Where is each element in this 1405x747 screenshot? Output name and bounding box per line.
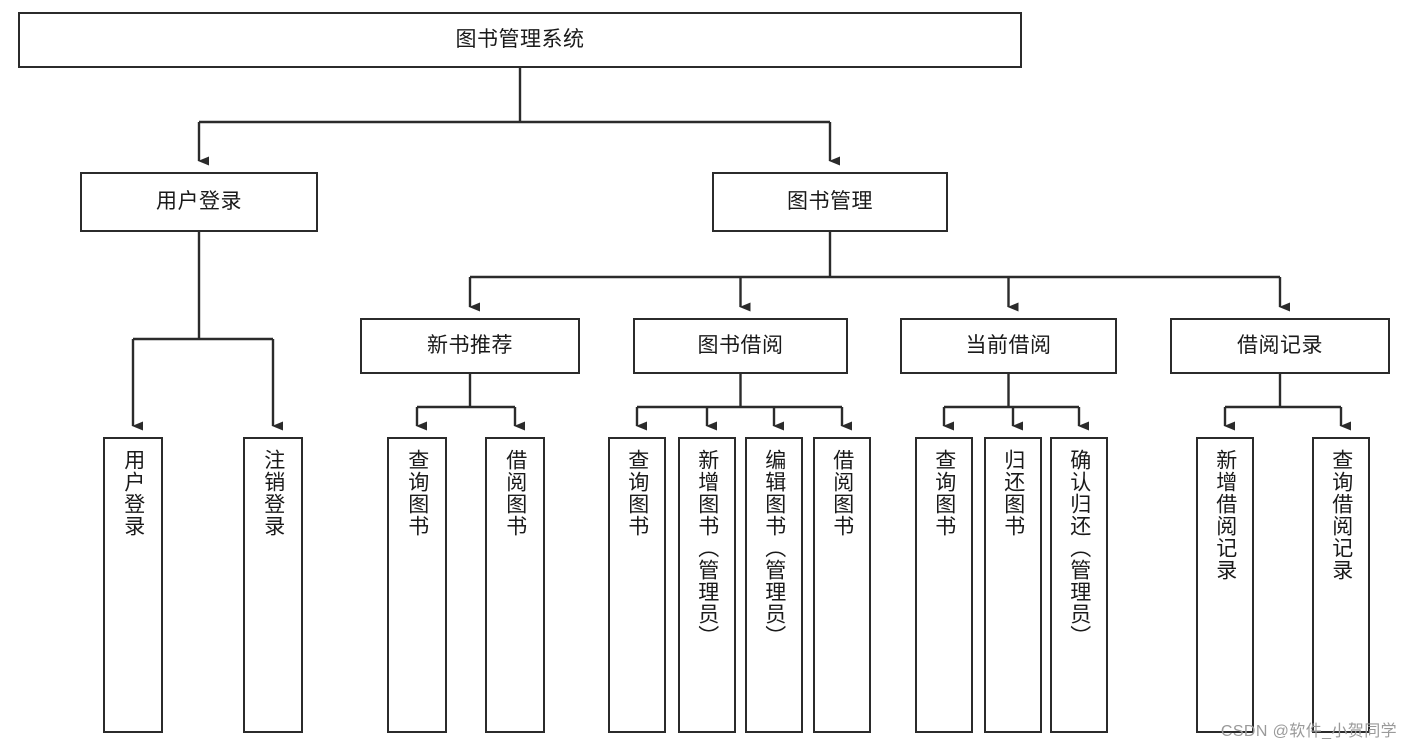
node-book-manage[interactable]: 图书管理 — [712, 172, 948, 232]
node-leaf-user-login[interactable]: 用户登录 — [103, 437, 163, 733]
node-borrow-record[interactable]: 借阅记录 — [1170, 318, 1390, 374]
node-leaf-add-record-label: 新增借阅记录 — [1213, 449, 1237, 581]
node-leaf-add-record[interactable]: 新增借阅记录 — [1196, 437, 1254, 733]
node-leaf-user-login-label: 用户登录 — [121, 449, 145, 537]
node-leaf-query-book-1[interactable]: 查询图书 — [387, 437, 447, 733]
node-leaf-query-book-3-label: 查询图书 — [932, 449, 956, 537]
node-leaf-query-book-2-label: 查询图书 — [625, 449, 649, 537]
node-leaf-confirm-return-label: 确认归还（管理员） — [1067, 449, 1091, 647]
node-borrow-record-label: 借阅记录 — [1237, 333, 1323, 357]
node-root-label: 图书管理系统 — [455, 27, 585, 51]
node-root[interactable]: 图书管理系统 — [18, 12, 1022, 68]
node-book-borrow[interactable]: 图书借阅 — [633, 318, 848, 374]
node-leaf-edit-book-label: 编辑图书（管理员） — [762, 449, 786, 647]
node-leaf-logout[interactable]: 注销登录 — [243, 437, 303, 733]
node-leaf-confirm-return[interactable]: 确认归还（管理员） — [1050, 437, 1108, 733]
node-new-book-rec-label: 新书推荐 — [427, 333, 513, 357]
node-leaf-borrow-book-2[interactable]: 借阅图书 — [813, 437, 871, 733]
node-user-login[interactable]: 用户登录 — [80, 172, 318, 232]
node-leaf-borrow-book-2-label: 借阅图书 — [830, 449, 854, 537]
node-book-borrow-label: 图书借阅 — [697, 333, 784, 357]
node-leaf-query-book-1-label: 查询图书 — [405, 449, 429, 537]
node-leaf-query-record-label: 查询借阅记录 — [1329, 449, 1353, 581]
node-book-manage-label: 图书管理 — [787, 189, 873, 213]
node-leaf-return-book[interactable]: 归还图书 — [984, 437, 1042, 733]
node-user-login-label: 用户登录 — [156, 189, 242, 213]
node-leaf-add-book-label: 新增图书（管理员） — [695, 449, 719, 647]
node-leaf-query-record[interactable]: 查询借阅记录 — [1312, 437, 1370, 733]
node-current-borrow[interactable]: 当前借阅 — [900, 318, 1117, 374]
node-leaf-edit-book[interactable]: 编辑图书（管理员） — [745, 437, 803, 733]
node-new-book-rec[interactable]: 新书推荐 — [360, 318, 580, 374]
node-leaf-logout-label: 注销登录 — [261, 449, 285, 537]
node-leaf-return-book-label: 归还图书 — [1001, 449, 1025, 537]
node-leaf-borrow-book-1-label: 借阅图书 — [503, 449, 527, 537]
node-leaf-borrow-book-1[interactable]: 借阅图书 — [485, 437, 545, 733]
node-leaf-query-book-3[interactable]: 查询图书 — [915, 437, 973, 733]
node-leaf-query-book-2[interactable]: 查询图书 — [608, 437, 666, 733]
node-current-borrow-label: 当前借阅 — [965, 333, 1052, 357]
watermark-text: CSDN @软件_小贺同学 — [1220, 723, 1397, 740]
node-leaf-add-book[interactable]: 新增图书（管理员） — [678, 437, 736, 733]
